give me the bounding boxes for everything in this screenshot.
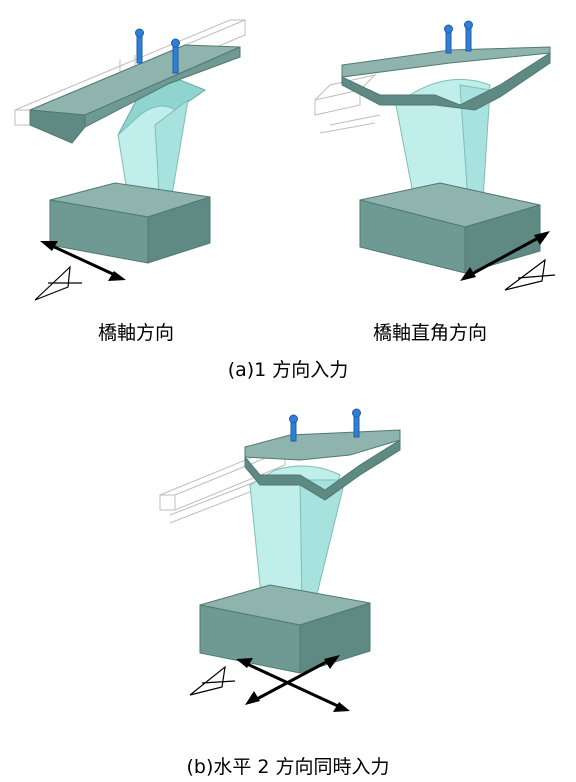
pier-cap-beam [341, 46, 551, 111]
caption-a: (a)1 方向入力 [227, 359, 349, 381]
pier-model-longitudinal [14, 19, 246, 301]
bearing-marker-icon [444, 20, 473, 54]
caption-b: (b)水平 2 方向同時入力 [186, 756, 390, 778]
bearing-marker-icon [135, 28, 180, 74]
direction-symbol-icon [34, 265, 82, 301]
wireframe-girder [314, 74, 381, 134]
direction-arrow-icon [236, 655, 350, 712]
label-transverse: 橋軸直角方向 [373, 322, 488, 344]
direction-arrow-icon [40, 241, 126, 281]
pier-model-transverse [314, 20, 556, 291]
pier-cap-beam [244, 429, 401, 501]
pier-footing [49, 182, 211, 264]
pier-cap-beam [29, 44, 241, 144]
label-longitudinal: 橋軸方向 [98, 322, 175, 344]
direction-arrow-icon [460, 231, 550, 281]
pier-footing [199, 584, 371, 674]
direction-symbol-icon [189, 665, 236, 696]
pier-footing [359, 182, 541, 274]
bearing-marker-icon [289, 408, 361, 442]
pier-model-bidirectional [159, 408, 401, 712]
direction-symbol-icon [504, 258, 556, 291]
